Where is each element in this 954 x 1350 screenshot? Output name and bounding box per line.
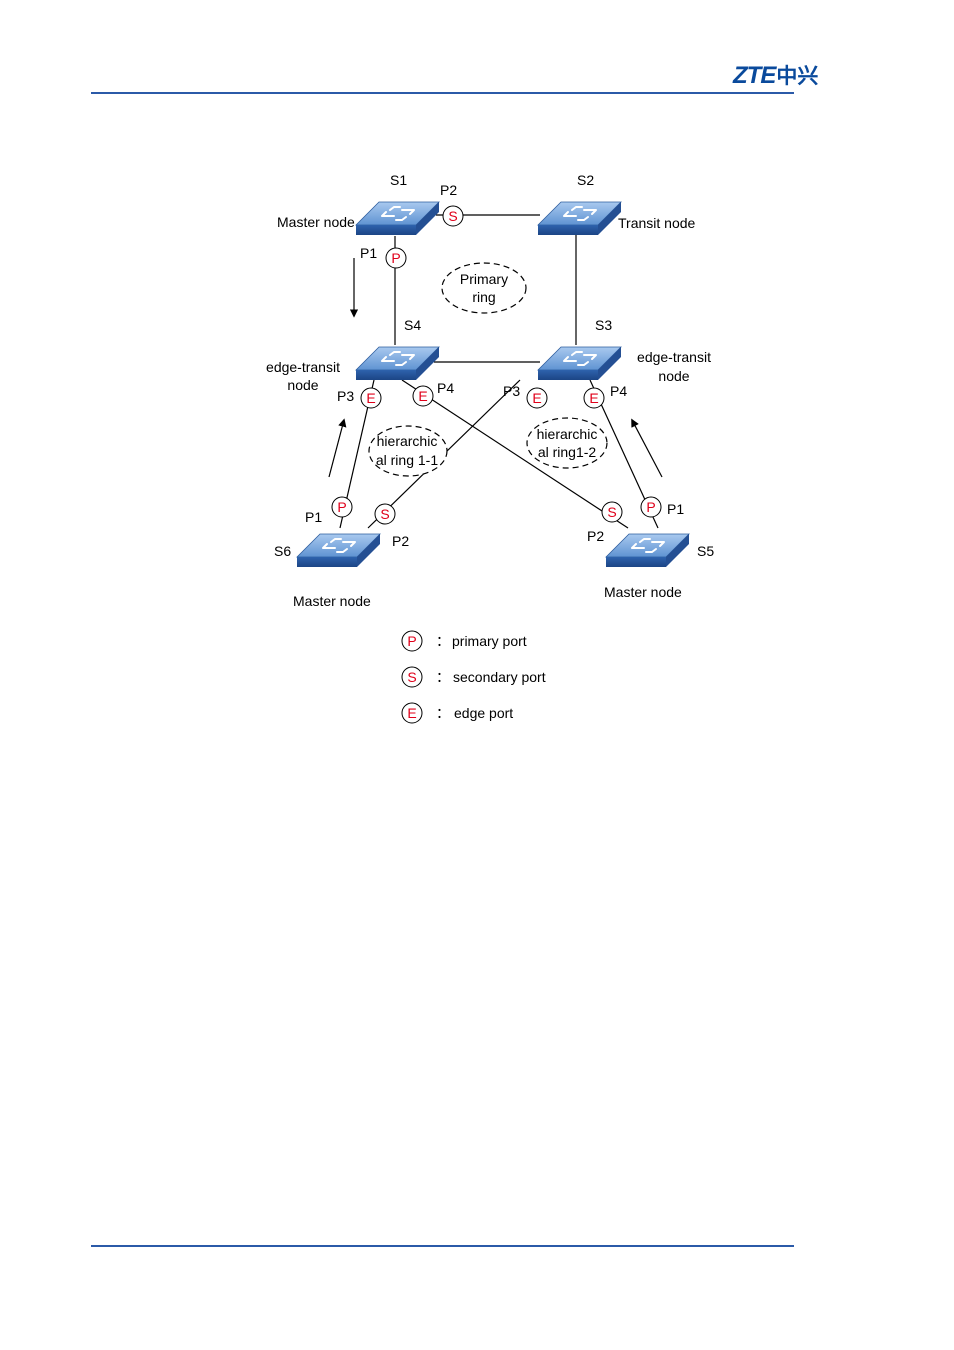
port-letter-s4-p3: E: [366, 390, 375, 406]
s5-role: Master node: [604, 584, 682, 600]
s4-p4-label: P4: [437, 380, 454, 396]
switch-s5-icon: [606, 534, 689, 567]
s4-role-line1: edge-transit: [266, 359, 340, 375]
s3-p4-label: P4: [610, 383, 627, 399]
s6-p2-label: P2: [392, 533, 409, 549]
switch-s6-icon: [297, 534, 380, 567]
port-letter-s1-p2: S: [448, 208, 457, 224]
switch-s4-icon: [356, 347, 439, 380]
legend-secondary-letter: S: [407, 669, 416, 685]
primary-ring-line1: Primary: [460, 271, 508, 287]
s6-role: Master node: [293, 593, 371, 609]
s1-p2-label: P2: [440, 182, 457, 198]
port-letter-s4-p4: E: [418, 388, 427, 404]
hierarchical-ring-1-2-line2: al ring1-2: [538, 444, 597, 460]
legend-primary-separator: ：: [436, 633, 450, 649]
s3-p3-label: P3: [503, 383, 520, 399]
legend-primary-text: primary port: [452, 633, 527, 649]
s3-name: S3: [595, 317, 612, 333]
hierarchical-ring-1-1-line1: hierarchic: [377, 433, 438, 449]
hierarchical-ring-1-1-line2: al ring 1-1: [376, 452, 438, 468]
s4-role-line2: node: [287, 377, 318, 393]
switch-s2-icon: [538, 202, 621, 235]
legend-secondary-separator: ：: [436, 669, 450, 685]
legend-edge-text: edge port: [454, 705, 513, 721]
s5-p1-label: P1: [667, 501, 684, 517]
s6-p1-label: P1: [305, 509, 322, 525]
port-letter-s6-p1: P: [337, 499, 346, 515]
port-letter-s5-p1: P: [646, 499, 655, 515]
direction-arrow-s5: [632, 420, 662, 477]
s3-role-line2: node: [658, 368, 689, 384]
switch-s1-icon: [356, 202, 439, 235]
s2-role: Transit node: [618, 215, 696, 231]
s4-name: S4: [404, 317, 421, 333]
legend-secondary-text: secondary port: [453, 669, 546, 685]
s1-role: Master node: [277, 214, 355, 230]
primary-ring-line2: ring: [472, 289, 495, 305]
legend-edge-letter: E: [407, 705, 416, 721]
s6-name: S6: [274, 543, 291, 559]
port-letter-s6-p2: S: [380, 506, 389, 522]
port-letter-s3-p4: E: [589, 390, 598, 406]
port-letter-s3-p3: E: [532, 390, 541, 406]
direction-arrow-s6: [329, 420, 344, 477]
legend-edge-separator: ：: [436, 705, 450, 721]
s1-p1-label: P1: [360, 245, 377, 261]
s2-name: S2: [577, 172, 594, 188]
s3-role-line1: edge-transit: [637, 349, 711, 365]
s5-p2-label: P2: [587, 528, 604, 544]
hierarchical-ring-1-2-line1: hierarchic: [537, 426, 598, 442]
s5-name: S5: [697, 543, 714, 559]
legend-primary-letter: P: [407, 633, 416, 649]
switch-s3-icon: [538, 347, 621, 380]
port-letter-s1-p1: P: [391, 250, 400, 266]
s1-name: S1: [390, 172, 407, 188]
s4-p3-label: P3: [337, 388, 354, 404]
port-letter-s5-p2: S: [607, 504, 616, 520]
